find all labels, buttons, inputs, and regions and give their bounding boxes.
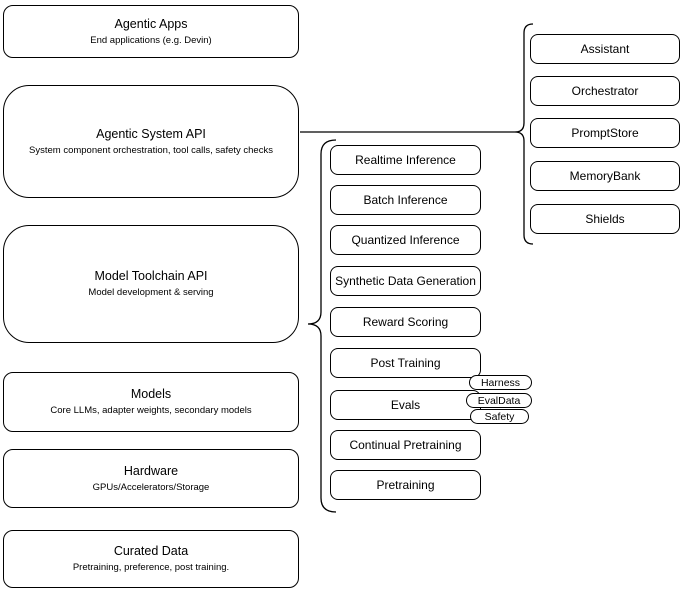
component-box-assistant: Assistant (530, 34, 680, 64)
box-agentic-apps-title: Agentic Apps (114, 16, 188, 31)
box-models: Models Core LLMs, adapter weights, secon… (3, 372, 299, 432)
service-label: Pretraining (376, 478, 435, 492)
service-box-evals: Evals (330, 390, 481, 420)
box-agentic-apps: Agentic Apps End applications (e.g. Devi… (3, 5, 299, 58)
box-hardware-title: Hardware (123, 463, 179, 478)
box-model-toolchain-api-title: Model Toolchain API (94, 269, 208, 283)
eval-tag-label: Safety (484, 410, 515, 423)
box-agentic-system-api: Agentic System API System component orch… (3, 85, 299, 198)
box-hardware: Hardware GPUs/Accelerators/Storage (3, 449, 299, 508)
box-model-toolchain-api-subtitle: Model development & serving (88, 287, 214, 298)
box-agentic-system-api-title: Agentic System API (96, 126, 206, 141)
service-label: Quantized Inference (351, 233, 460, 247)
box-curated-data-title: Curated Data (113, 544, 189, 558)
box-hardware-subtitle: GPUs/Accelerators/Storage (92, 481, 210, 493)
component-label: MemoryBank (569, 169, 641, 183)
service-label: Continual Pretraining (349, 438, 462, 452)
service-label: Realtime Inference (355, 153, 456, 167)
service-label: Batch Inference (363, 193, 448, 207)
eval-tag-label: EvalData (477, 394, 521, 407)
box-curated-data-subtitle: Pretraining, preference, post training. (72, 562, 230, 573)
eval-tag-harness: Harness (469, 375, 532, 390)
box-model-toolchain-api: Model Toolchain API Model development & … (3, 225, 299, 343)
component-box-promptstore: PromptStore (530, 118, 680, 148)
service-label: Reward Scoring (362, 315, 449, 329)
component-label: Assistant (580, 42, 630, 56)
component-label: PromptStore (571, 126, 639, 140)
component-label: Shields (585, 212, 625, 226)
service-label: Synthetic Data Generation (335, 274, 476, 288)
service-label: Post Training (370, 356, 441, 370)
box-agentic-apps-subtitle: End applications (e.g. Devin) (90, 34, 212, 46)
eval-tag-label: Harness (480, 376, 521, 389)
service-box-realtime-inference: Realtime Inference (330, 145, 481, 175)
service-box-continual-pretraining: Continual Pretraining (330, 430, 481, 460)
service-box-reward-scoring: Reward Scoring (330, 307, 481, 337)
component-box-orchestrator: Orchestrator (530, 76, 680, 106)
service-box-synthetic-data-generation: Synthetic Data Generation (330, 266, 481, 296)
component-box-shields: Shields (530, 204, 680, 234)
service-box-pretraining: Pretraining (330, 470, 481, 500)
box-models-subtitle: Core LLMs, adapter weights, secondary mo… (50, 405, 252, 416)
eval-tag-evaldata: EvalData (466, 393, 532, 408)
box-agentic-system-api-subtitle: System component orchestration, tool cal… (29, 144, 273, 156)
service-box-post-training: Post Training (330, 348, 481, 378)
eval-tag-safety: Safety (470, 409, 529, 424)
service-box-quantized-inference: Quantized Inference (330, 225, 481, 255)
component-label: Orchestrator (571, 84, 639, 98)
service-label: Evals (390, 398, 421, 412)
service-box-batch-inference: Batch Inference (330, 185, 481, 215)
box-models-title: Models (130, 387, 172, 401)
component-box-memorybank: MemoryBank (530, 161, 680, 191)
box-curated-data: Curated Data Pretraining, preference, po… (3, 530, 299, 588)
